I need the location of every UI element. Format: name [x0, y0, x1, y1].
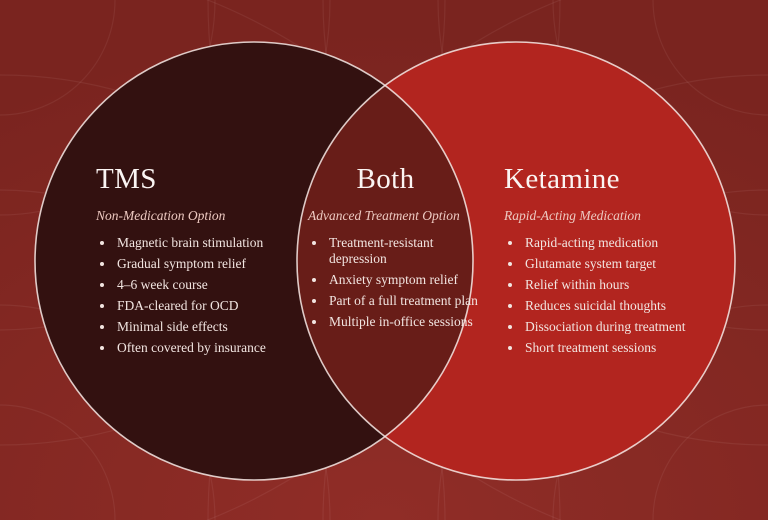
list-item: Minimal side effects: [96, 319, 276, 335]
bullet-icon: [100, 304, 104, 308]
bullet-icon: [100, 262, 104, 266]
bullet-icon: [508, 262, 512, 266]
ketamine-subtitle: Rapid-Acting Medication: [504, 208, 641, 223]
list-item: Relief within hours: [504, 277, 716, 293]
tms-circle-outline: [34, 41, 474, 481]
list-item: Multiple in-office sessions: [308, 314, 478, 330]
bullet-icon: [100, 241, 104, 245]
ketamine-region: Ketamine Rapid-Acting Medication Rapid-a…: [504, 163, 716, 361]
ketamine-title: Ketamine: [504, 163, 620, 195]
both-region: Both Advanced Treatment Option Treatment…: [308, 163, 478, 335]
tms-title: TMS: [96, 163, 157, 195]
list-item: Magnetic brain stimulation: [96, 235, 276, 251]
list-item: Rapid-acting medication: [504, 235, 716, 251]
list-item: FDA-cleared for OCD: [96, 298, 276, 314]
ketamine-circle-outline: [296, 41, 736, 481]
overlap-lens: [296, 85, 474, 437]
ketamine-list: Rapid-acting medication Glutamate system…: [504, 235, 716, 356]
list-item: Glutamate system target: [504, 256, 716, 272]
both-list: Treatment-resistant depression Anxiety s…: [308, 235, 478, 330]
bullet-icon: [508, 283, 512, 287]
list-item: Dissociation during treatment: [504, 319, 716, 335]
tms-list: Magnetic brain stimulation Gradual sympt…: [96, 235, 276, 356]
bullet-icon: [508, 346, 512, 350]
bullet-icon: [100, 283, 104, 287]
list-item: Gradual symptom relief: [96, 256, 276, 272]
bullet-icon: [312, 320, 316, 324]
bullet-icon: [100, 346, 104, 350]
list-item: Treatment-resistant depression: [308, 235, 478, 267]
tms-region: TMS Non-Medication Option Magnetic brain…: [96, 163, 276, 361]
list-item: Reduces suicidal thoughts: [504, 298, 716, 314]
bullet-icon: [312, 278, 316, 282]
bullet-icon: [312, 241, 316, 245]
bullet-icon: [312, 299, 316, 303]
list-item: Part of a full treatment plan: [308, 293, 478, 309]
list-item: Short treatment sessions: [504, 340, 716, 356]
both-subtitle: Advanced Treatment Option: [308, 208, 460, 223]
list-item: Often covered by insurance: [96, 340, 276, 356]
bullet-icon: [508, 325, 512, 329]
bullet-icon: [508, 304, 512, 308]
list-item: 4–6 week course: [96, 277, 276, 293]
bullet-icon: [100, 325, 104, 329]
list-item: Anxiety symptom relief: [308, 272, 478, 288]
both-title: Both: [356, 163, 415, 195]
tms-subtitle: Non-Medication Option: [96, 208, 226, 223]
bullet-icon: [508, 241, 512, 245]
